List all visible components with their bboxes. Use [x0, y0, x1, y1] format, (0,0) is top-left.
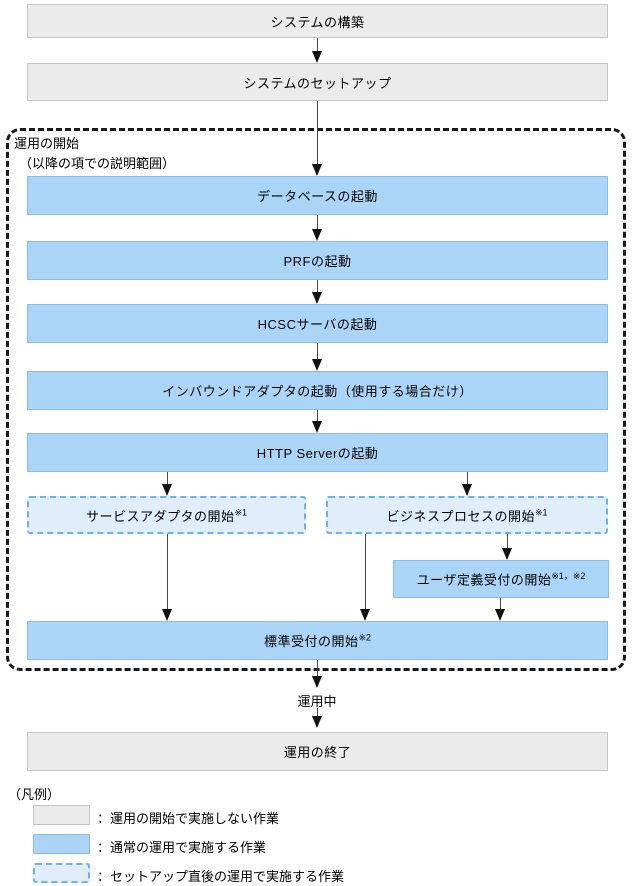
- box-standard-reception-start-sup: ※2: [358, 632, 372, 643]
- box-http-server-start-label: HTTP Serverの起動: [256, 446, 379, 461]
- legend-swatch-normal-operation: [33, 834, 90, 854]
- legend-swatch-not-performed: [33, 805, 90, 825]
- box-standard-reception-start-label: 標準受付の開始※2: [263, 632, 372, 649]
- box-system-setup: システムのセットアップ: [27, 63, 608, 101]
- box-database-start-label: データベースの起動: [257, 189, 378, 204]
- box-standard-reception-start: 標準受付の開始※2: [27, 621, 608, 660]
- box-prf-start: PRFの起動: [27, 241, 608, 280]
- box-business-process-start-sup: ※1: [534, 507, 548, 518]
- box-http-server-start: HTTP Serverの起動: [27, 433, 608, 472]
- container-title-line1: 運用の開始: [14, 136, 80, 151]
- box-user-reception-start-label: ユーザ定義受付の開始※1，※2: [416, 571, 586, 588]
- box-system-build-label: システムの構築: [270, 14, 365, 30]
- legend-swatch-post-setup: [33, 863, 90, 883]
- box-inbound-adapter-start: インバウンドアダプタの起動（使用する場合だけ）: [27, 371, 608, 410]
- box-system-build: システムの構築: [27, 4, 608, 38]
- box-hcsc-server-start-label: HCSCサーバの起動: [257, 317, 378, 332]
- box-database-start: データベースの起動: [27, 176, 608, 215]
- box-user-reception-start-sup: ※1，※2: [551, 571, 586, 582]
- box-system-setup-label: システムのセットアップ: [243, 75, 392, 91]
- box-business-process-start-label: ビジネスプロセスの開始※1: [386, 507, 548, 524]
- container-operation-start: [6, 128, 626, 671]
- legend-label-normal-operation: ：通常の運用で実施する作業: [97, 840, 267, 855]
- box-business-process-start: ビジネスプロセスの開始※1: [326, 496, 608, 534]
- box-service-adapter-start-label: サービスアダプタの開始※1: [85, 507, 248, 524]
- box-operation-end: 運用の終了: [27, 732, 608, 771]
- box-operation-end-label: 運用の終了: [283, 745, 352, 760]
- legend-label-post-setup: ：セットアップ直後の運用で実施する作業: [97, 869, 345, 884]
- legend-label-not-performed: ：運用の開始で実施しない作業: [97, 811, 280, 826]
- box-service-adapter-start: サービスアダプタの開始※1: [27, 496, 306, 534]
- container-title-line2: （以降の項での説明範囲）: [19, 156, 176, 171]
- box-user-reception-start: ユーザ定義受付の開始※1，※2: [393, 560, 609, 598]
- legend-title: （凡例）: [8, 787, 61, 802]
- box-service-adapter-start-sup: ※1: [234, 507, 248, 518]
- operating-label: 運用中: [297, 694, 337, 709]
- box-hcsc-server-start: HCSCサーバの起動: [27, 304, 608, 343]
- box-inbound-adapter-start-label: インバウンドアダプタの起動（使用する場合だけ）: [162, 384, 473, 399]
- box-prf-start-label: PRFの起動: [283, 254, 352, 269]
